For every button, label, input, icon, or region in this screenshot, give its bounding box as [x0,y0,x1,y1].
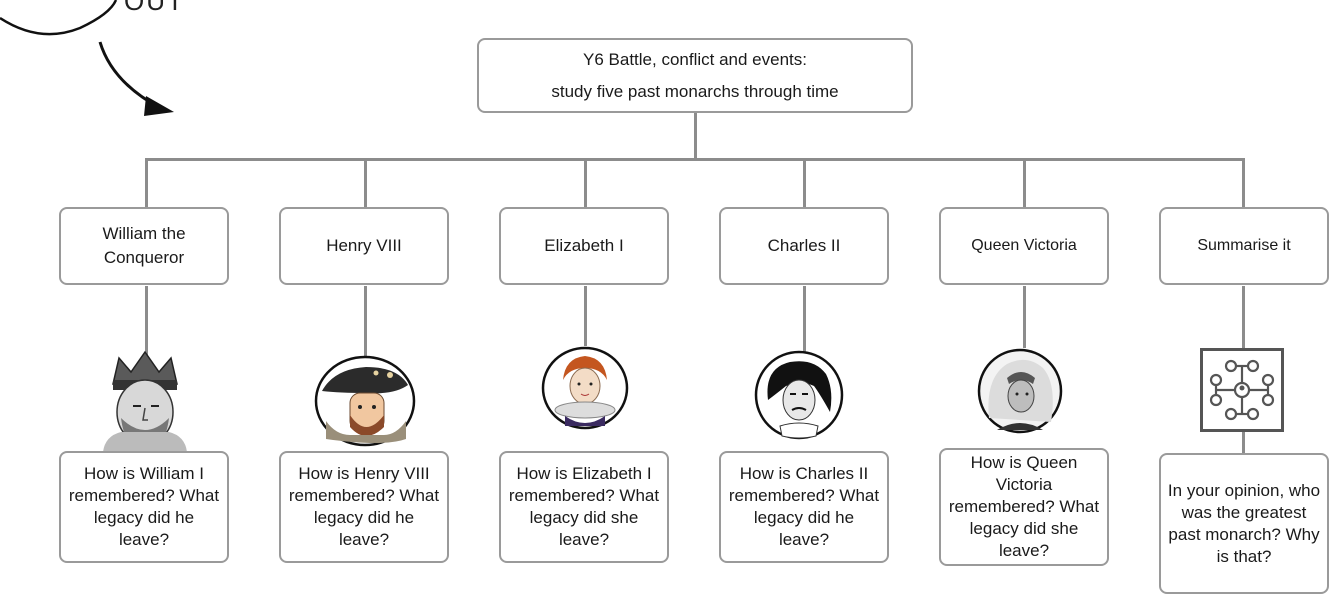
monarch-label: Queen Victoria [971,237,1077,254]
monarch-label: Henry VIII [326,236,402,255]
question-text: How is Queen Victoria remembered? What l… [948,453,1100,560]
root-line-2: study five past monarchs through time [551,81,839,101]
root-topic-box: Y6 Battle, conflict and events: study fi… [477,38,913,113]
question-text: In your opinion, who was the greatest pa… [1167,480,1321,566]
stem-1 [145,286,148,366]
william-portrait [103,350,187,452]
question-box-elizabeth: How is Elizabeth I remembered? What lega… [499,451,669,563]
question-text: How is William I remembered? What legacy… [68,464,220,549]
stem-3 [584,286,587,346]
stem-5 [1023,286,1026,348]
question-text: How is Charles II remembered? What legac… [728,464,880,549]
corner-arc [0,0,118,36]
monarch-box-henry: Henry VIII [279,207,449,285]
drop-2 [364,158,367,208]
monarch-label: Summarise it [1197,237,1291,254]
question-box-charles: How is Charles II remembered? What legac… [719,451,889,563]
question-text: How is Henry VIII remembered? What legac… [288,464,440,549]
charles-portrait [754,350,844,440]
root-line-1: Y6 Battle, conflict and events: [583,49,807,69]
drop-3 [584,158,587,208]
drop-6 [1242,158,1245,208]
arrow-head-icon [144,96,174,116]
corner-text: OUT [124,0,185,16]
question-box-summarise: In your opinion, who was the greatest pa… [1159,453,1329,594]
monarch-box-elizabeth: Elizabeth I [499,207,669,285]
arrow-icon [98,41,161,110]
stem-6b [1242,430,1245,454]
monarch-label: Elizabeth I [544,236,624,255]
question-box-victoria: How is Queen Victoria remembered? What l… [939,448,1109,566]
henry-portrait [314,355,416,447]
monarch-box-summarise: Summarise it [1159,207,1329,285]
stem-6 [1242,286,1245,348]
drop-1 [145,158,148,208]
root-stem [694,112,697,160]
elizabeth-portrait [541,346,629,430]
monarch-box-charles: Charles II [719,207,889,285]
monarch-box-william: William the Conqueror [59,207,229,285]
question-box-henry: How is Henry VIII remembered? What legac… [279,451,449,563]
drop-5 [1023,158,1026,208]
victoria-portrait [977,348,1063,434]
drop-4 [803,158,806,208]
monarch-label: Charles II [767,236,841,255]
monarch-box-victoria: Queen Victoria [939,207,1109,285]
stem-2 [364,286,367,356]
network-icon [1200,348,1284,432]
question-text: How is Elizabeth I remembered? What lega… [508,464,660,549]
monarch-label: William the Conqueror [102,224,186,267]
horizontal-bus [145,158,1245,161]
question-box-william: How is William I remembered? What legacy… [59,451,229,563]
stem-4 [803,286,806,354]
